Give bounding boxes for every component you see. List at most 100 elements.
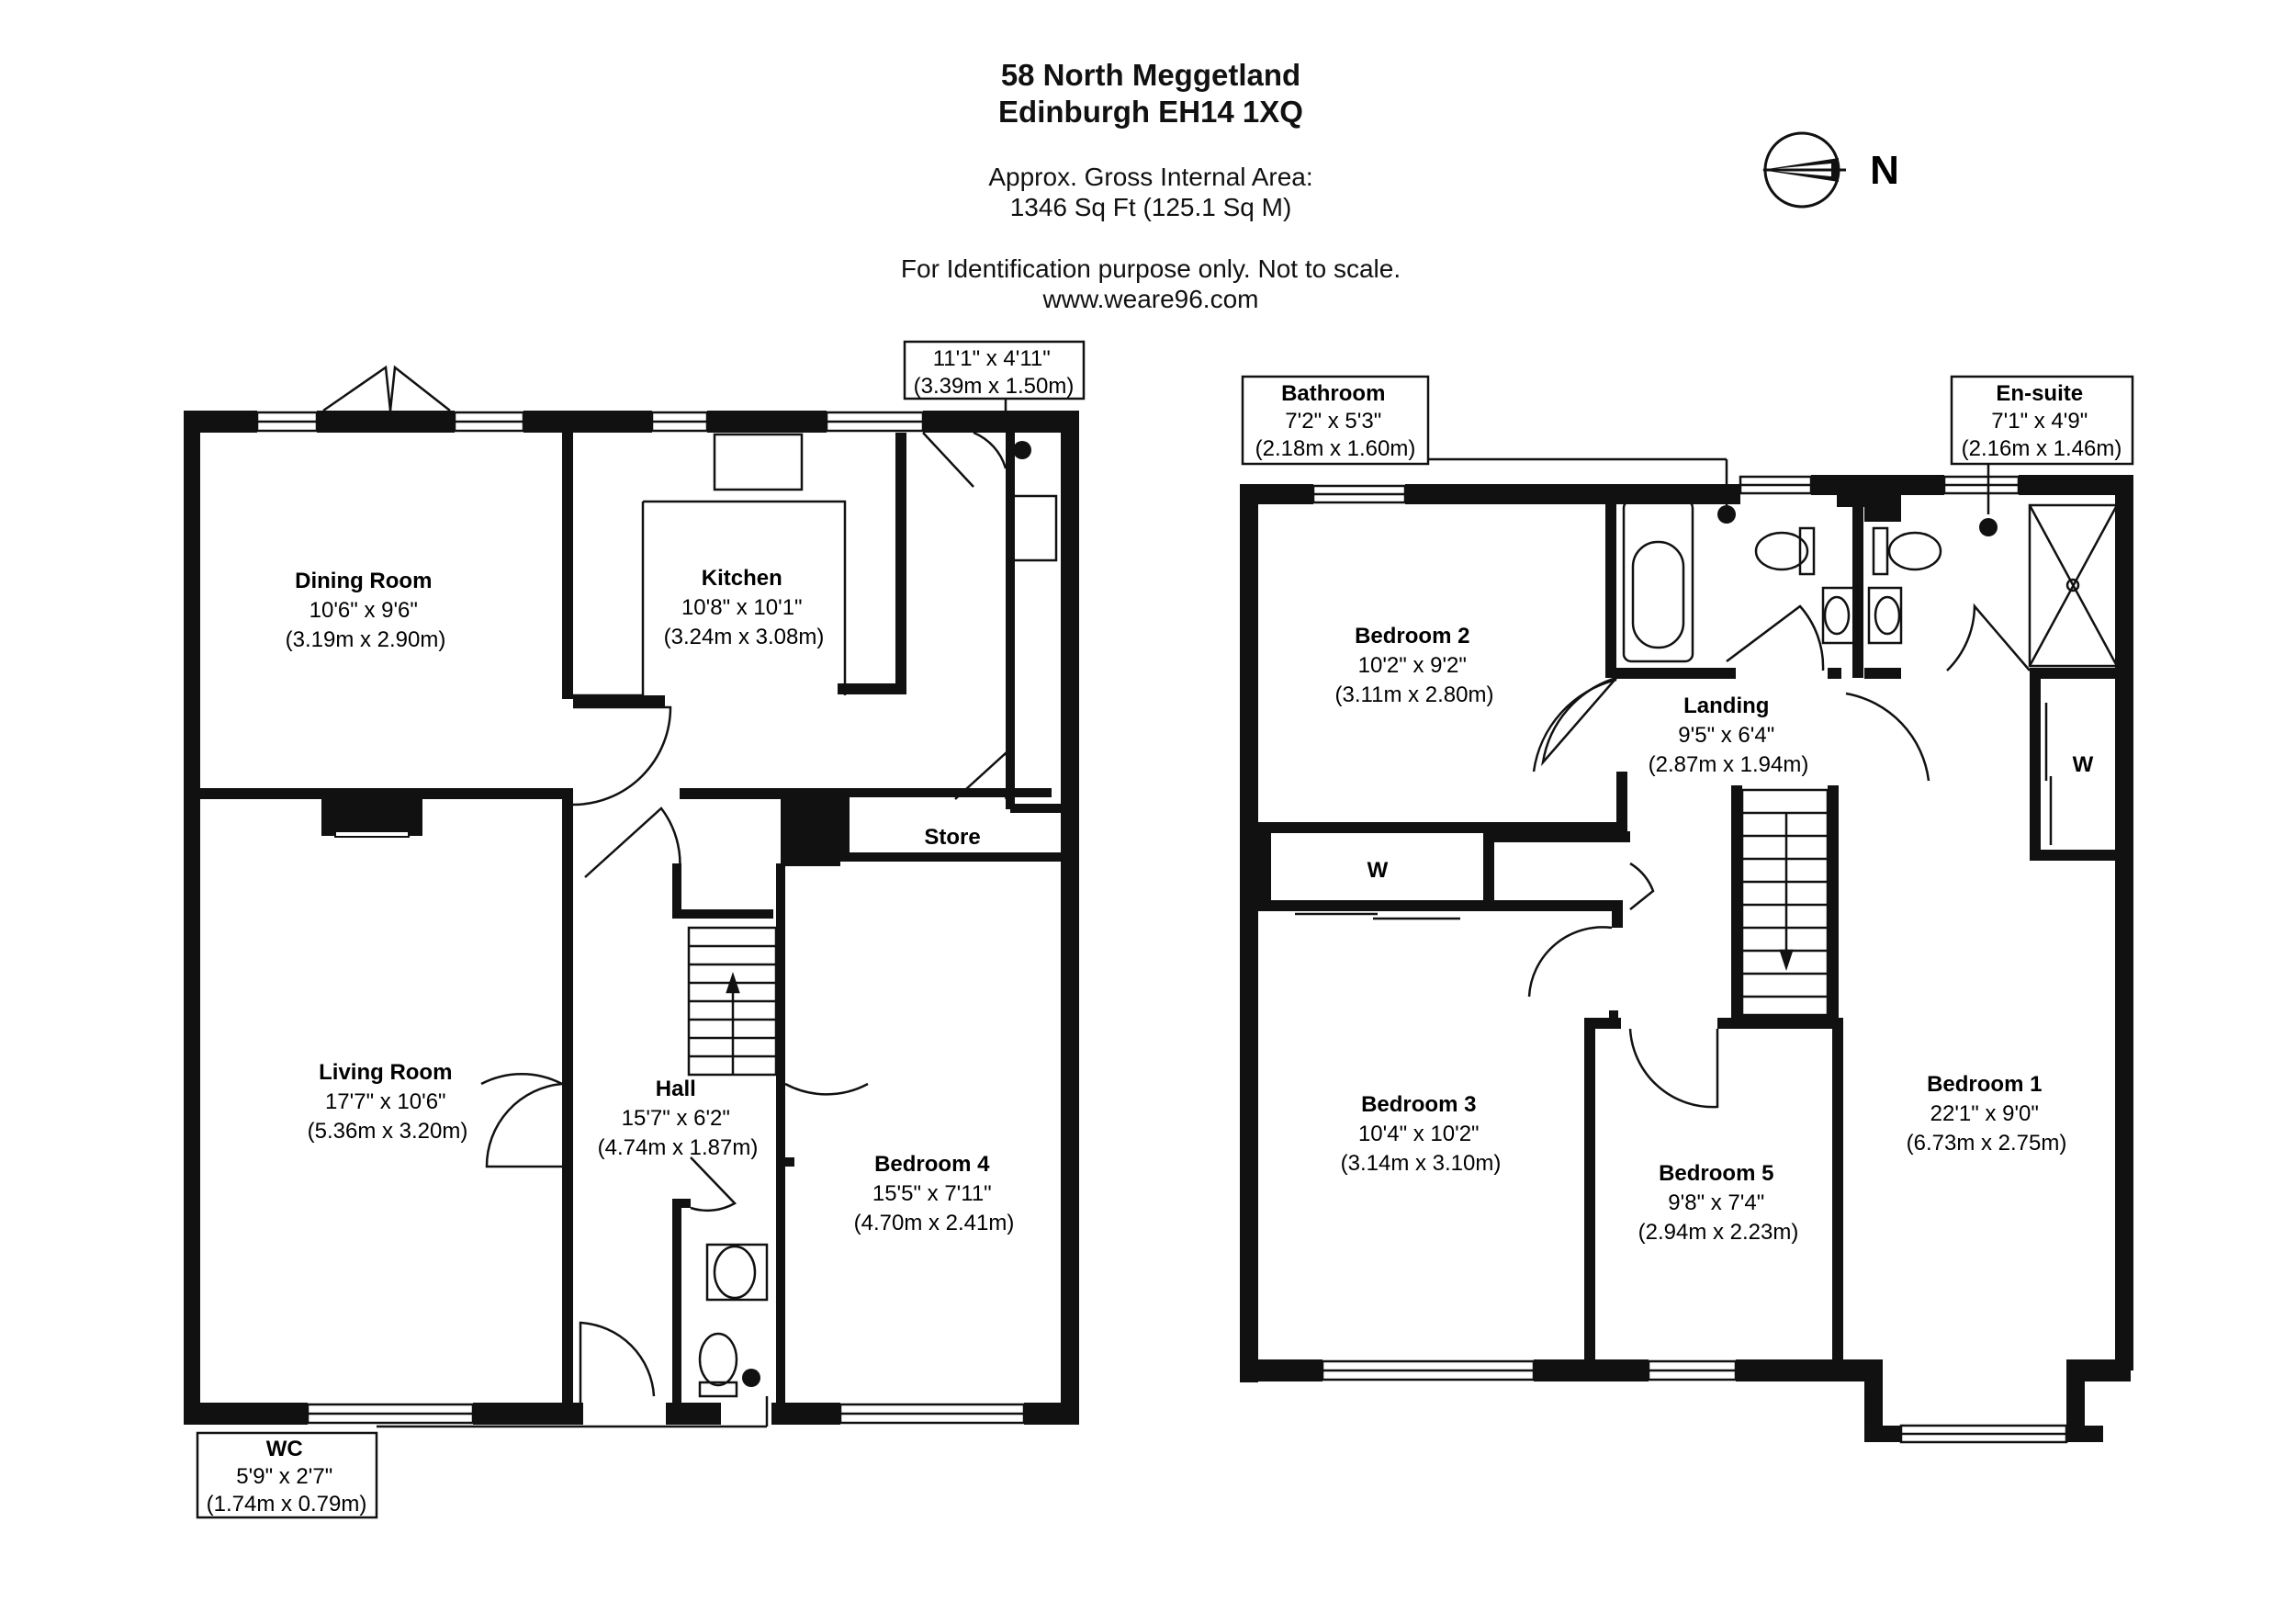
wall [2115, 475, 2133, 1370]
wall [776, 1403, 836, 1425]
wall [1483, 900, 1621, 911]
address-line-2: Edinburgh EH14 1XQ [998, 95, 1303, 129]
wall [680, 788, 781, 799]
wall [1616, 772, 1627, 836]
wall [1258, 833, 1271, 907]
wall [2030, 668, 2041, 861]
worktop [643, 500, 847, 695]
wall [1240, 484, 1258, 1382]
wall [672, 909, 773, 919]
wall [895, 433, 906, 694]
wc-callout-box [196, 1431, 378, 1519]
compass-label: N [1870, 148, 1899, 193]
wall [1864, 494, 1901, 522]
address-line-1: 58 North Meggetland [1000, 58, 1301, 92]
door-swing [584, 806, 681, 878]
wall [2066, 1359, 2131, 1382]
wall [1864, 1426, 1901, 1442]
wall [2030, 850, 2115, 861]
wall [1024, 1403, 1079, 1425]
wall [1736, 1359, 1846, 1382]
wall [672, 863, 681, 919]
wall [1010, 804, 1061, 813]
room-label-dining-room: Dining Room 10'6" x 9'6" (3.19m x 2.90m) [286, 569, 446, 652]
door-swing [579, 1321, 656, 1405]
callout-en-suite: En-suite 7'1" x 4'9" (2.16m x 1.46m) [1962, 381, 2122, 461]
door-swing [1845, 692, 1930, 782]
door-swing [784, 1082, 869, 1096]
disclaimer: For Identification purpose only. Not to … [900, 254, 1401, 283]
wall [1828, 785, 1839, 1020]
area-line-1: Approx. Gross Internal Area: [988, 163, 1313, 191]
wall [1837, 494, 1864, 507]
wall [707, 411, 827, 433]
basin [1867, 586, 1903, 645]
wall [1852, 494, 1863, 678]
french-door [388, 365, 451, 412]
room-label-bedroom-2: Bedroom 2 10'2" x 9'2" (3.11m x 2.80m) [1335, 624, 1494, 707]
area-line-2: 1346 Sq Ft (125.1 Sq M) [1009, 193, 1292, 221]
wall [666, 1403, 721, 1425]
fireplace [321, 799, 422, 836]
room-label-bedroom-4: Bedroom 4 15'5" x 7'11" (4.70m x 2.41m) [854, 1152, 1015, 1235]
room-label-living-room: Living Room 17'7" x 10'6" (5.36m x 3.20m… [308, 1060, 468, 1144]
room-label-bedroom-1: Bedroom 1 22'1" x 9'0" (6.73m x 2.75m) [1907, 1072, 2067, 1156]
en-suite-callout-box [1950, 375, 2134, 466]
wall [1864, 1359, 1883, 1442]
wall [473, 1403, 583, 1425]
wall [840, 852, 1061, 862]
wardrobe-label: W [2073, 752, 2094, 777]
room-label-kitchen: Kitchen 10'8" x 10'1" (3.24m x 3.08m) [664, 566, 825, 649]
wall [200, 788, 573, 799]
door-swing [1628, 1028, 1719, 1109]
wardrobe-label: W [1367, 858, 1389, 883]
wall [672, 1199, 681, 1405]
door-swing [572, 705, 672, 806]
wall [2030, 668, 2115, 679]
wall [1258, 822, 1616, 833]
wall [1612, 900, 1623, 928]
door-swing [480, 1072, 563, 1086]
wall [838, 683, 906, 694]
stairs [1740, 788, 1829, 1017]
wc-marker [742, 1369, 760, 1387]
wall [1240, 1359, 1322, 1382]
bathroom-marker [1717, 505, 1736, 524]
wall [184, 1403, 308, 1425]
wall [1405, 484, 1740, 504]
wc-toilet [698, 1332, 738, 1387]
door-swing [1527, 926, 1613, 998]
first-floor-fixtures [1241, 375, 2134, 1444]
wall [1609, 1010, 1618, 1020]
room-label-hall: Hall 15'7" x 6'2" (4.74m x 1.87m) [598, 1077, 759, 1160]
wall [523, 411, 652, 433]
door-swing [1726, 604, 1825, 671]
wall [1006, 433, 1015, 809]
wall [1240, 484, 1313, 504]
wall [184, 411, 200, 1425]
toilet [1754, 531, 1809, 571]
door-swing [1532, 678, 1617, 773]
bathroom-callout-box [1241, 375, 1430, 466]
wall [573, 695, 665, 706]
wall [1616, 668, 1736, 679]
callout-bathroom: Bathroom 7'2" x 5'3" (2.18m x 1.60m) [1255, 381, 1416, 461]
wall [1483, 831, 1630, 842]
first-floor [1240, 475, 2133, 1442]
wall [1061, 411, 1079, 1425]
callout-utility: 11'1" x 4'11" (3.39m x 1.50m) [914, 346, 1075, 399]
wall [1483, 836, 1494, 909]
door-swing [690, 1156, 737, 1212]
utility-marker [1013, 441, 1031, 459]
door-swing [954, 750, 1012, 800]
wall [1584, 1018, 1595, 1364]
wall [1832, 1018, 1843, 1364]
wall [1811, 475, 1944, 495]
wall [562, 1157, 573, 1405]
north-arrow-icon [1761, 131, 1846, 209]
door-swing [1946, 603, 2031, 671]
toilet [1887, 531, 1942, 571]
wall [1605, 494, 1616, 678]
room-label-bedroom-5: Bedroom 5 9'8" x 7'4" (2.94m x 2.23m) [1638, 1161, 1799, 1245]
window [2066, 1390, 2085, 1427]
